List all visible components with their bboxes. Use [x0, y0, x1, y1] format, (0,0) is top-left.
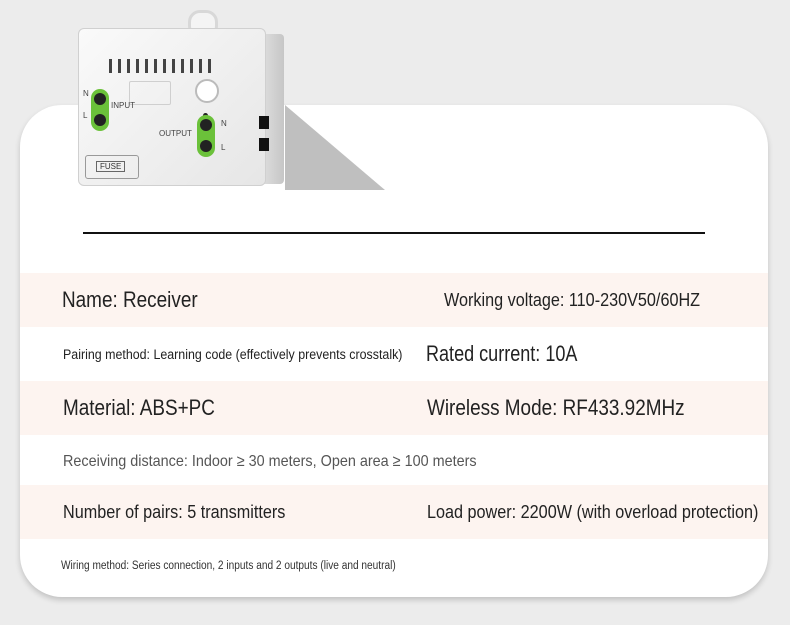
spec-pairing-method: Pairing method: Learning code (effective…: [63, 346, 403, 362]
spec-rated-current: Rated current: 10A: [426, 341, 578, 366]
output-l-label: L: [221, 143, 226, 152]
spec-row-1: Name: Receiver Working voltage: 110-230V…: [20, 273, 768, 327]
device-shadow: [285, 105, 385, 190]
receiver-device-image: N L INPUT OUTPUT N L FUSE: [78, 8, 288, 186]
spec-row-3: Material: ABS+PC Wireless Mode: RF433.92…: [20, 381, 768, 435]
spec-wiring-method: Wiring method: Series connection, 2 inpu…: [61, 560, 396, 572]
fuse-label: FUSE: [96, 161, 126, 172]
device-window: [129, 81, 171, 105]
spec-load-power: Load power: 2200W (with overload protect…: [427, 501, 759, 522]
spec-card: Name: Receiver Working voltage: 110-230V…: [20, 105, 768, 597]
spec-working-voltage: Working voltage: 110-230V50/60HZ: [444, 289, 701, 310]
side-clip-top: [259, 116, 269, 129]
spec-row-5: Number of pairs: 5 transmitters Load pow…: [20, 485, 768, 539]
fuse-compartment: FUSE: [85, 155, 139, 179]
divider-line: [83, 232, 705, 234]
vent-slots: [109, 59, 211, 73]
spec-wireless-mode: Wireless Mode: RF433.92MHz: [427, 395, 685, 420]
input-l-label: L: [83, 111, 88, 120]
spec-material: Material: ABS+PC: [63, 395, 215, 420]
output-terminal: [197, 115, 215, 157]
side-clip-bottom: [259, 138, 269, 151]
spec-row-2: Pairing method: Learning code (effective…: [20, 327, 768, 381]
spec-name: Name: Receiver: [62, 287, 198, 312]
device-body: N L INPUT OUTPUT N L FUSE: [78, 28, 266, 186]
output-label: OUTPUT: [159, 129, 192, 138]
input-label: INPUT: [111, 101, 135, 110]
pair-button-icon: [195, 79, 219, 103]
spec-row-4: Receiving distance: Indoor ≥ 30 meters, …: [20, 435, 768, 489]
spec-number-of-pairs: Number of pairs: 5 transmitters: [63, 501, 286, 522]
input-terminal: [91, 89, 109, 131]
output-n-label: N: [221, 119, 227, 128]
spec-receiving-distance: Receiving distance: Indoor ≥ 30 meters, …: [63, 453, 477, 470]
spec-row-6: Wiring method: Series connection, 2 inpu…: [20, 539, 768, 593]
device-side-panel: [264, 34, 284, 184]
input-n-label: N: [83, 89, 89, 98]
